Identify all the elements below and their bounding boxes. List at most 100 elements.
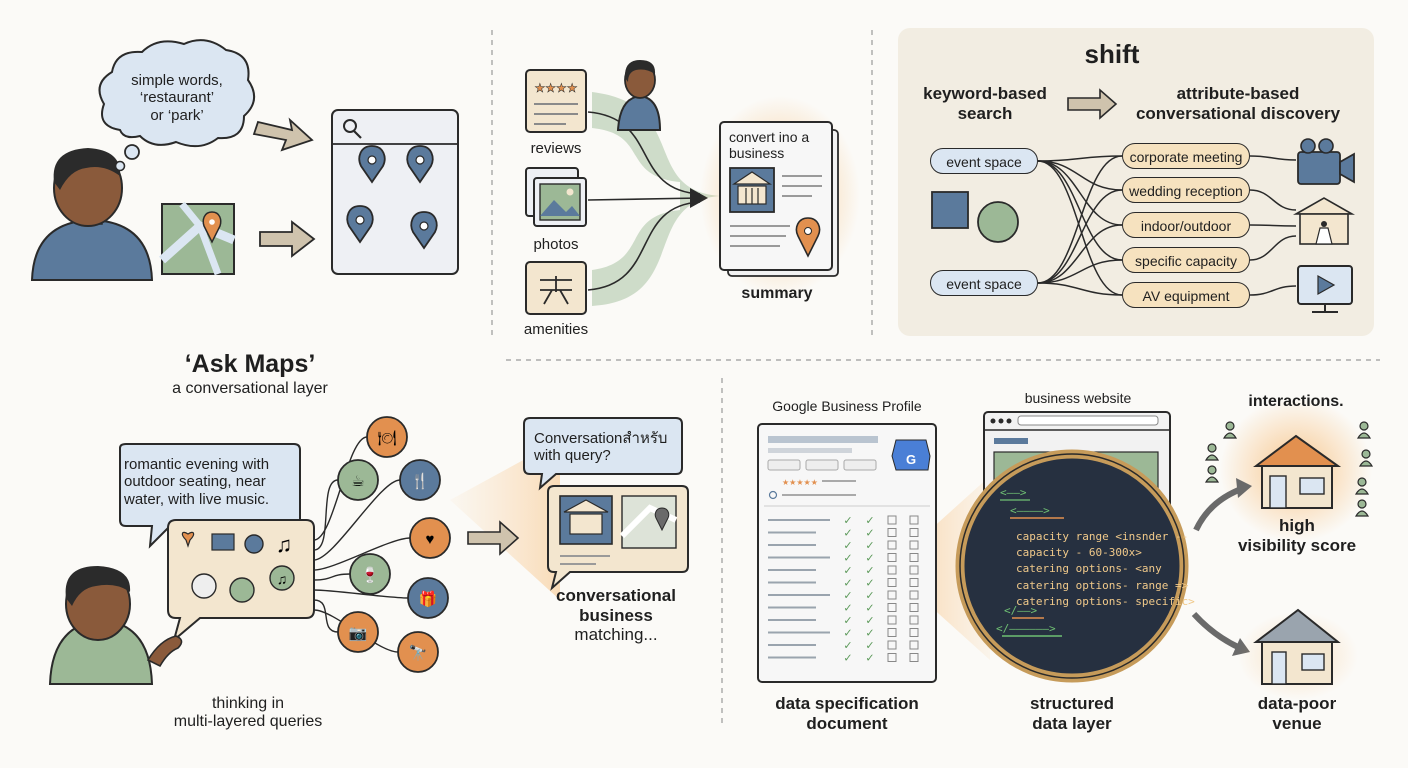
checkbox-icon [909, 553, 919, 562]
checkbox-icon [887, 565, 897, 575]
ask-connector-line [313, 599, 339, 633]
panel4-person [48, 566, 183, 685]
attribute-circle-icon [337, 459, 379, 501]
check-icon: ✓ [843, 565, 852, 577]
checkbox-icon [909, 515, 919, 525]
checkbox-icon [909, 590, 919, 600]
attribute-icon-circles: 🍽☕🍴♥🍷🎁📷🔭 [337, 416, 451, 673]
shift-connectors [1037, 155, 1297, 296]
person-body-icon [1204, 454, 1220, 461]
code-line: </——> [1004, 604, 1038, 617]
spec-document-caption: data specification document [752, 694, 942, 733]
map-thumbnail-icon [158, 201, 236, 276]
checkbox-icon [909, 540, 919, 550]
search-results-window [331, 109, 459, 275]
svg-text:★★★★: ★★★★ [534, 81, 577, 95]
attribute-glyph-icon: 🍴 [411, 472, 430, 490]
card-text-line-1: convert ino a [729, 129, 810, 145]
layer-line-2: data layer [1032, 713, 1112, 733]
check-icon: ✓ [843, 515, 852, 527]
ask-maps-subtitle: a conversational layer [172, 380, 328, 397]
check-icon: ✓ [843, 528, 852, 540]
conversation-bubble [523, 417, 683, 491]
attribute-glyph-icon: 🎁 [419, 590, 438, 608]
attribute-discovery-heading: attribute-based conversational discovery [1126, 84, 1350, 123]
shift-output-line [1249, 235, 1297, 261]
event-space-pill-bottom: event space [930, 270, 1038, 296]
attribute-circle-icon [337, 611, 379, 653]
spec-line-1: data specification [775, 694, 919, 713]
panel1-map-pins [346, 145, 438, 250]
panel5-arrow [467, 520, 520, 556]
check-icon: ✓ [865, 515, 874, 527]
check-icon: ✓ [865, 540, 874, 552]
shift-connector-line [1037, 259, 1123, 284]
code-line: <——> [1000, 486, 1027, 499]
attribute-circle-icon [366, 416, 408, 458]
code-line: </——————> [996, 622, 1056, 635]
high-line-1: high [1279, 516, 1315, 535]
camera-icon [1297, 138, 1355, 185]
check-icon: ✓ [865, 640, 874, 652]
checkbox-icon [887, 578, 897, 587]
code-line: <————> [1010, 504, 1050, 517]
attribute-glyph-icon: ☕ [351, 473, 364, 490]
attribute-glyph-icon: 🍽 [377, 430, 396, 447]
attribute-circle-icon [349, 553, 391, 595]
check-icon: ✓ [843, 553, 852, 565]
panel1-person [30, 148, 154, 281]
code-line: capacity - 60-300x> [1016, 546, 1142, 559]
summary-label: summary [741, 285, 813, 302]
matching-line-2: business [579, 605, 653, 625]
map-pin-dot [355, 215, 365, 225]
attribute-pill: indoor/outdoor [1122, 212, 1250, 238]
matching-beam [450, 440, 560, 600]
person-icon [1361, 449, 1371, 459]
shift-output-line [1249, 224, 1297, 227]
checkbox-icon [909, 565, 919, 575]
map-pin-dot [419, 221, 429, 231]
shift-output-line [1249, 155, 1297, 161]
checkbox-icon [887, 553, 897, 562]
panel-dividers [491, 30, 1380, 728]
person-icon [1225, 421, 1235, 431]
thought-text: simple words, ‘restaurant’ or ‘park’ [112, 72, 242, 124]
checkbox-icon [909, 628, 919, 637]
person-icon [1357, 499, 1367, 509]
query-line-2: outdoor seating, near [124, 473, 266, 491]
shift-shapes [931, 191, 1019, 243]
attribute-glyph-icon: 🍷 [361, 566, 380, 584]
interactions-label: interactions. [1248, 393, 1344, 410]
checkbox-icon [909, 653, 919, 662]
check-icon: ✓ [843, 640, 852, 652]
check-icon: ✓ [865, 578, 874, 590]
business-website-title: business website [1024, 390, 1132, 406]
matching-caption: conversational business matching... [540, 586, 692, 645]
person-body-icon [1358, 460, 1374, 467]
amenities-label: amenities [523, 321, 589, 338]
attribute-glyph-icon: 🔭 [409, 644, 428, 662]
keyword-search-heading: keyword-based search [910, 84, 1060, 123]
code-line: capacity range <insnder -- [1016, 530, 1189, 543]
checkbox-icon [887, 615, 897, 625]
shift-connector-line [1037, 160, 1123, 191]
card-text-line-2: business [729, 145, 785, 162]
high-visibility-house [1253, 434, 1342, 509]
check-icon: ✓ [865, 553, 874, 565]
matching-line-1: conversational [556, 586, 676, 605]
checkbox-icon [887, 515, 897, 525]
shift-connector-line [1037, 189, 1123, 284]
magnifier-lens [955, 449, 1189, 683]
thought-line-2: ‘restaurant’ [139, 89, 215, 107]
attribute-glyph-icon: ♥ [426, 531, 435, 548]
person-body-icon [1204, 476, 1220, 483]
right-heading-line-1: attribute-based [1176, 84, 1300, 103]
conversation-bubble-text: Conversationสําหรับ with query? [534, 430, 674, 465]
shift-output-line [1249, 285, 1297, 296]
shift-connector-line [1037, 155, 1123, 162]
shift-connector-line [1037, 155, 1123, 284]
business-profile-document: ★★★★★ G [757, 423, 937, 683]
checkbox-icon [887, 628, 897, 637]
check-icon: ✓ [843, 615, 852, 627]
check-icon: ✓ [865, 565, 874, 577]
